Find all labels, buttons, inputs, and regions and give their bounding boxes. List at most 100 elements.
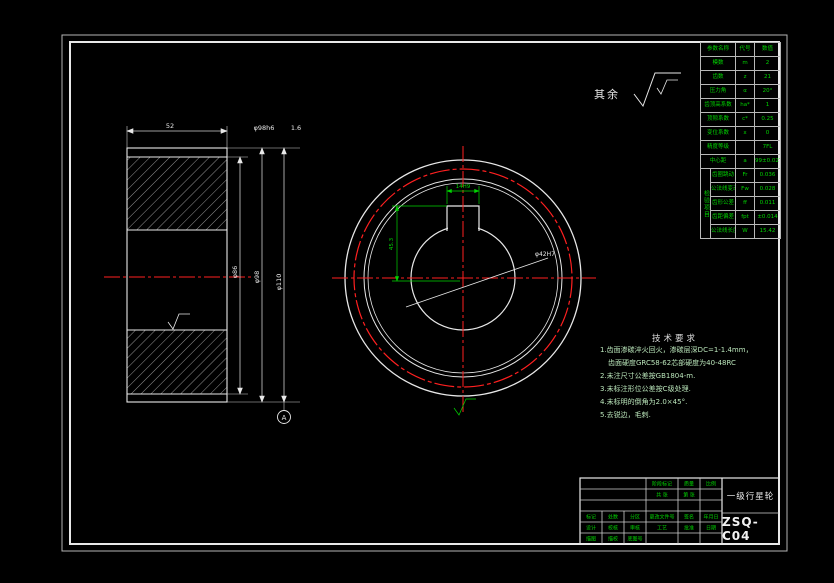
table-row: 公法线变动Fw0.028 [701, 182, 782, 197]
param-name: 精度等级 [699, 140, 737, 155]
dim-top-1: φ98h6 [254, 124, 275, 132]
surface-note: 其余 [594, 88, 620, 101]
tb-label: 设计 [585, 525, 597, 532]
param-name: 压力角 [699, 84, 737, 99]
tb-label: 审核 [629, 525, 641, 532]
roughness-icon [167, 313, 190, 330]
technical-requirements: 技术要求 1.齿面渗碳淬火回火，渗碳层深DC=1-1.4mm， 齿面硬度GRC5… [600, 332, 780, 422]
tb-label: 更改文件号 [649, 514, 675, 521]
param-name: 公法线变动 [709, 182, 737, 197]
tech-req-item: 1.齿面渗碳淬火回火，渗碳层深DC=1-1.4mm， [600, 346, 753, 354]
param-header-value: 数值 [754, 42, 782, 57]
param-value: 0.25 [754, 112, 782, 127]
param-header-name: 参数名称 [699, 42, 737, 57]
dim-dia-1: φ86 [231, 266, 239, 279]
inspect-section-label: 检验项目 [700, 168, 711, 239]
tech-req-title: 技术要求 [651, 334, 698, 344]
dim-top-2: 1.6 [291, 124, 301, 132]
param-name: 变位系数 [699, 126, 737, 141]
tb-label: 标记 [585, 514, 597, 521]
tb-label: 底图号 [627, 536, 643, 543]
dim-dia-3: φ110 [275, 274, 283, 291]
param-value: 0 [754, 126, 782, 141]
param-symbol: m [735, 56, 756, 71]
table-row: 公法线长度W15.42 [701, 224, 782, 239]
param-value: ±0.014 [754, 210, 782, 225]
tb-label: 日期 [705, 525, 717, 532]
tech-req-item: 4.未标明的倒角为2.0×45°. [600, 398, 688, 406]
dim-width: 52 [166, 122, 174, 130]
part-name: 一级行星轮 [726, 491, 775, 502]
param-symbol: Fw [735, 182, 756, 197]
dim-bore: φ42H7 [535, 251, 555, 258]
param-value: 20° [754, 84, 782, 99]
front-view-dim-text: 14H9 45.3 φ42H7 [389, 184, 555, 258]
param-name: 齿形公差 [709, 196, 737, 211]
param-name: 顶隙系数 [699, 112, 737, 127]
tb-label: 共 张 [656, 492, 668, 499]
sheet-borders [61, 34, 788, 552]
param-value: 0.036 [754, 168, 782, 183]
tb-label: 校核 [607, 525, 619, 532]
surface-roughness-symbol [633, 72, 681, 108]
tb-label: 年月日 [703, 514, 719, 521]
tb-label: 描校 [607, 536, 619, 543]
dim-keyway-depth: 45.3 [389, 237, 395, 250]
side-section-view [104, 147, 252, 403]
param-value: 0.028 [754, 182, 782, 197]
param-name: 齿数 [699, 70, 737, 85]
tb-label: 批准 [683, 525, 695, 532]
param-value: 0.011 [754, 196, 782, 211]
param-symbol: x [735, 126, 756, 141]
roughness-icon [453, 398, 476, 416]
dim-dia-2: φ98 [253, 271, 261, 284]
bore-leader [405, 257, 549, 308]
tech-req-item: 齿面硬度GRC58-62芯部硬度为40-48RC [608, 359, 736, 367]
dim-keyway-width: 14H9 [456, 184, 471, 190]
tb-label: 第 张 [683, 492, 695, 499]
param-name: 齿圈跳动 [709, 168, 737, 183]
param-name: 模数 [699, 56, 737, 71]
tech-req-item: 2.未注尺寸公差按GB1804-m. [600, 372, 696, 380]
tb-label: 描图 [585, 536, 597, 543]
side-view-dim-text: 52 φ98h6 1.6 φ86 φ98 φ110 A [166, 122, 301, 422]
param-symbol: c* [735, 112, 756, 127]
param-value: 21 [754, 70, 782, 85]
param-value: 15.42 [754, 224, 782, 239]
side-view-dimensions [126, 126, 300, 424]
tech-req-item: 5.去锐边，毛刺. [600, 411, 651, 419]
param-name: 中心距 [699, 154, 737, 169]
param-symbol: Fr [735, 168, 756, 183]
hatch-top [127, 157, 227, 230]
param-name: 齿顶高系数 [699, 98, 737, 113]
param-symbol: W [735, 224, 756, 239]
tb-label: 分区 [629, 514, 641, 521]
front-view [332, 146, 596, 416]
param-name: 公法线长度 [709, 224, 737, 239]
tech-req-item: 3.未标注形位公差按C级处理. [600, 385, 691, 393]
param-value: 2 [754, 56, 782, 71]
datum-balloon [277, 410, 291, 424]
datum-letter: A [282, 414, 287, 422]
param-symbol: fpt [735, 210, 756, 225]
param-symbol: ff [735, 196, 756, 211]
tb-label: 工艺 [656, 525, 668, 532]
tb-label: 比例 [705, 481, 717, 488]
hatch-bottom [127, 330, 227, 394]
tb-label: 处数 [607, 514, 619, 521]
param-header-symbol: 代号 [735, 42, 756, 57]
